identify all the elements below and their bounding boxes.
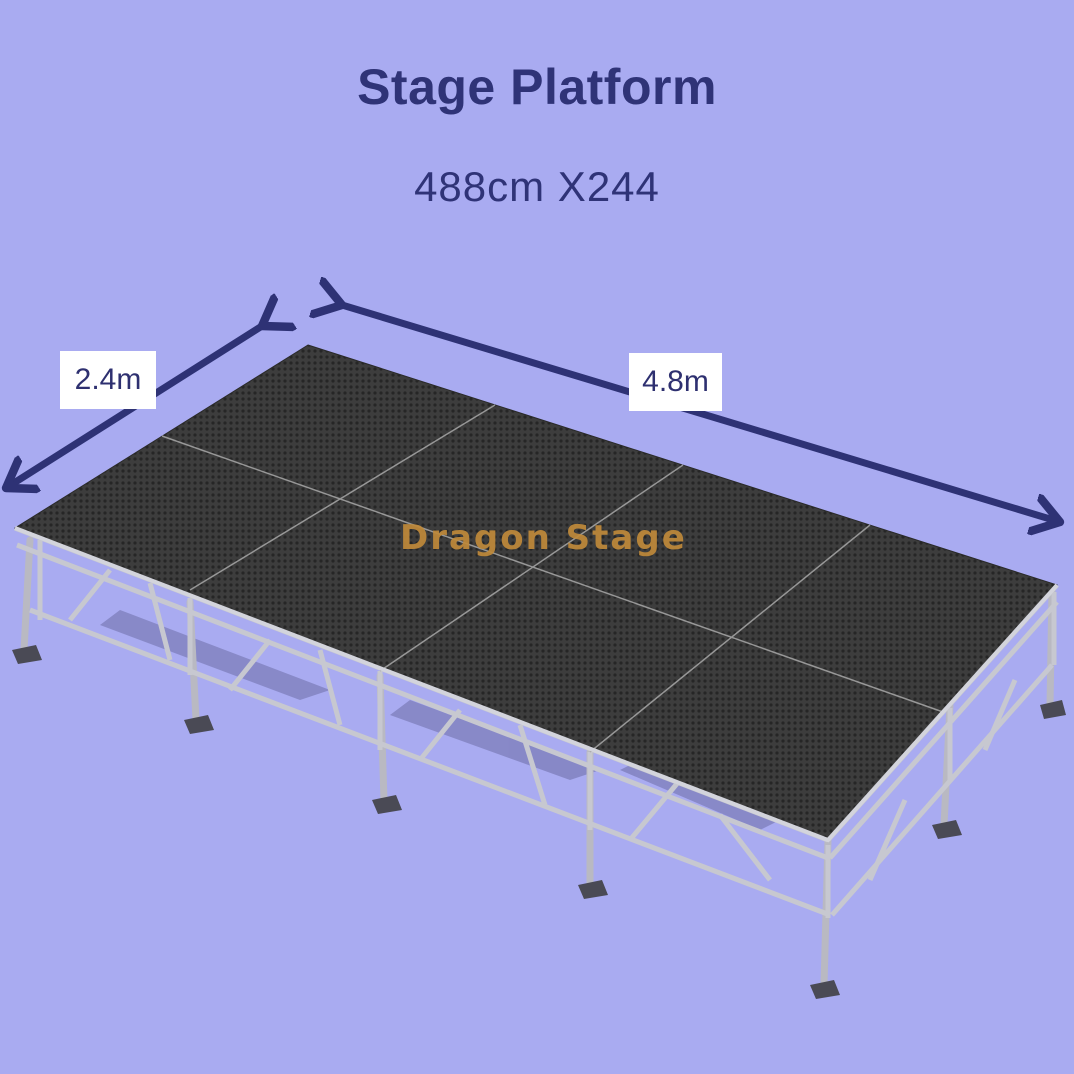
stage-feet xyxy=(12,645,1066,999)
stage-frame xyxy=(14,525,1059,918)
deck-edge xyxy=(14,526,1059,843)
brand-watermark: Dragon Stage xyxy=(400,518,687,558)
length-dimension-arrow xyxy=(342,305,1060,522)
page-subtitle: 488cm X244 xyxy=(414,163,660,210)
width-dimension-label: 2.4m xyxy=(60,351,156,409)
page-title: Stage Platform xyxy=(357,59,717,115)
length-dimension-label: 4.8m xyxy=(629,353,722,411)
